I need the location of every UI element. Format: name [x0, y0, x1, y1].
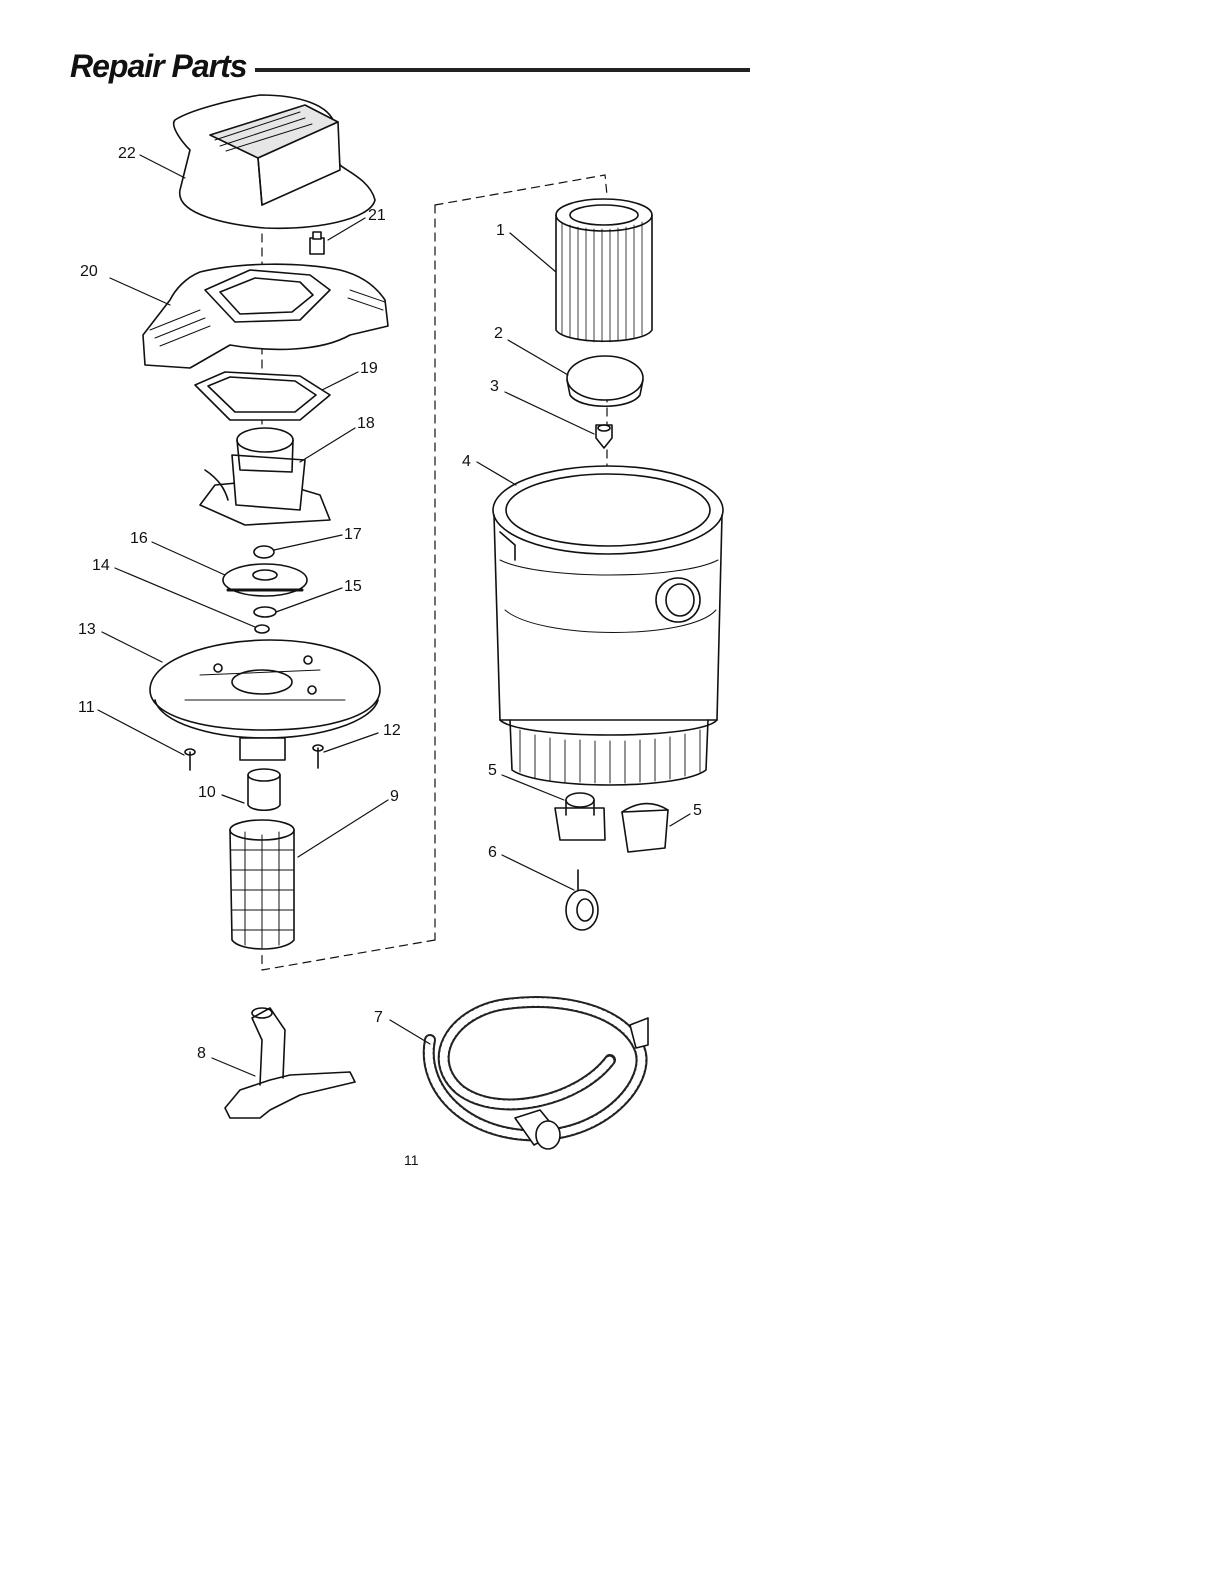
- callout-19: 19: [360, 360, 378, 377]
- part-foam-sleeve: [248, 769, 280, 810]
- callout-13: 13: [78, 621, 96, 638]
- part-caster-foot-right: [622, 804, 668, 853]
- callout-11: 11: [78, 699, 95, 716]
- part-filter-lid: [567, 356, 643, 406]
- callout-3: 3: [490, 378, 499, 395]
- part-floor-nozzle: [225, 1008, 355, 1118]
- callout-labels: 22 21 20 19 18 17 16 15 14 13 12 11 10 9…: [78, 145, 702, 1062]
- callout-15: 15: [344, 578, 362, 595]
- part-screw-right: [313, 745, 323, 768]
- part-screw-left: [185, 749, 195, 770]
- callout-17: 17: [344, 526, 362, 543]
- part-caster-wheel: [566, 870, 598, 930]
- part-cartridge-filter: [556, 199, 652, 342]
- part-tank: [493, 466, 723, 785]
- part-hose: [429, 1002, 648, 1149]
- callout-18: 18: [357, 415, 375, 432]
- callout-10: 10: [198, 784, 216, 801]
- page-number: 11: [404, 1152, 419, 1168]
- callout-6: 6: [488, 844, 497, 861]
- callout-9: 9: [390, 788, 399, 805]
- callout-14: 14: [92, 557, 110, 574]
- part-motor: [200, 428, 330, 525]
- callout-12: 12: [383, 722, 401, 739]
- callout-1: 1: [496, 222, 505, 239]
- callout-2: 2: [494, 325, 503, 342]
- part-filter-cage: [230, 820, 294, 949]
- callout-7: 7: [374, 1009, 383, 1026]
- callout-8: 8: [197, 1045, 206, 1062]
- part-washer: [255, 625, 269, 633]
- part-motor-plate: [150, 640, 380, 760]
- callout-4: 4: [462, 453, 471, 470]
- part-caster-foot-left: [555, 793, 605, 840]
- part-lid: [143, 264, 388, 368]
- callout-22: 22: [118, 145, 136, 162]
- part-spacer: [254, 607, 276, 617]
- callout-21: 21: [368, 207, 386, 224]
- callout-5-right: 5: [693, 802, 702, 819]
- callout-20: 20: [80, 263, 98, 280]
- part-nut: [254, 546, 274, 558]
- callout-5-left: 5: [488, 762, 497, 779]
- part-switch: [310, 232, 324, 254]
- part-filter-retainer: [596, 425, 612, 448]
- part-gasket: [195, 372, 330, 420]
- part-impeller: [223, 564, 307, 596]
- part-motor-cover: [174, 95, 375, 228]
- callout-16: 16: [130, 530, 148, 547]
